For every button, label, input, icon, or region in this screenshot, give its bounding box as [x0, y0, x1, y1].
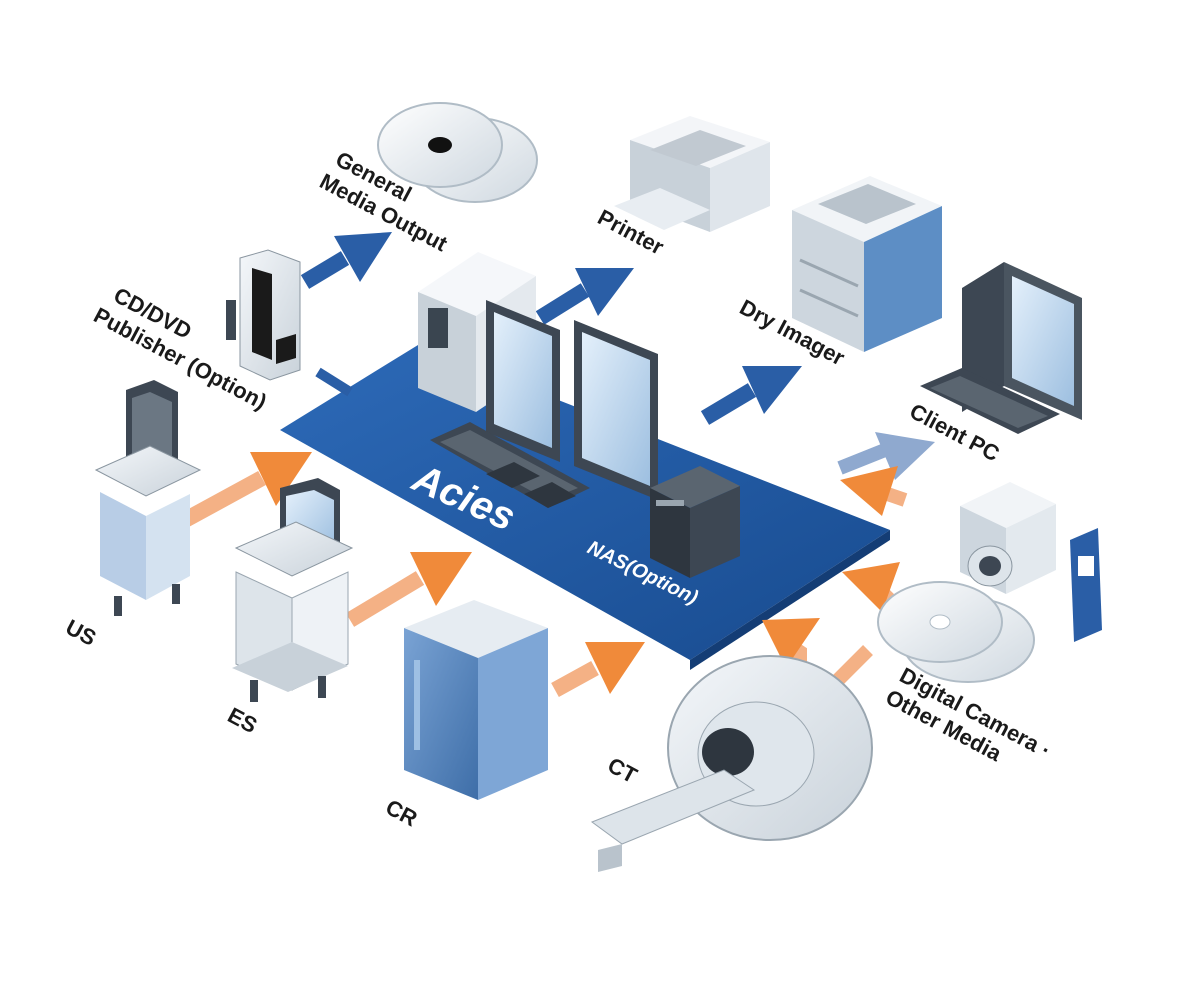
link-to-cd-dvd	[315, 367, 353, 397]
client-pc-icon	[920, 262, 1082, 434]
ultrasound-cart-icon	[94, 380, 202, 616]
arrow-to-general-media	[300, 232, 392, 289]
label-cr: CR	[382, 794, 422, 831]
arrow-to-dry-imager	[700, 366, 802, 425]
nas-unit	[650, 466, 740, 578]
sd-card-icon	[1070, 528, 1102, 642]
input-media-discs-icon	[877, 581, 1035, 683]
arrow-from-cr	[551, 642, 645, 698]
label-us: US	[62, 614, 101, 650]
arrow-to-printer	[535, 268, 634, 325]
acies-monitor-left	[486, 300, 560, 462]
label-ct: CT	[604, 752, 642, 788]
printer-icon	[614, 116, 770, 232]
label-es: ES	[224, 702, 262, 738]
general-media-discs-icon	[377, 102, 538, 203]
dry-imager-icon	[792, 176, 942, 352]
digital-camera-icon	[960, 482, 1056, 594]
cd-dvd-publisher-icon	[226, 249, 301, 381]
endoscopy-cart-icon	[232, 478, 354, 702]
arrow-from-us	[181, 452, 312, 528]
acies-hub-platform	[280, 345, 890, 670]
acies-monitor-right	[574, 320, 658, 500]
computed-radiography-icon	[404, 600, 548, 800]
arrow-from-es	[345, 552, 472, 627]
acies-keyboard	[430, 422, 590, 508]
ct-scanner-icon	[590, 655, 873, 872]
